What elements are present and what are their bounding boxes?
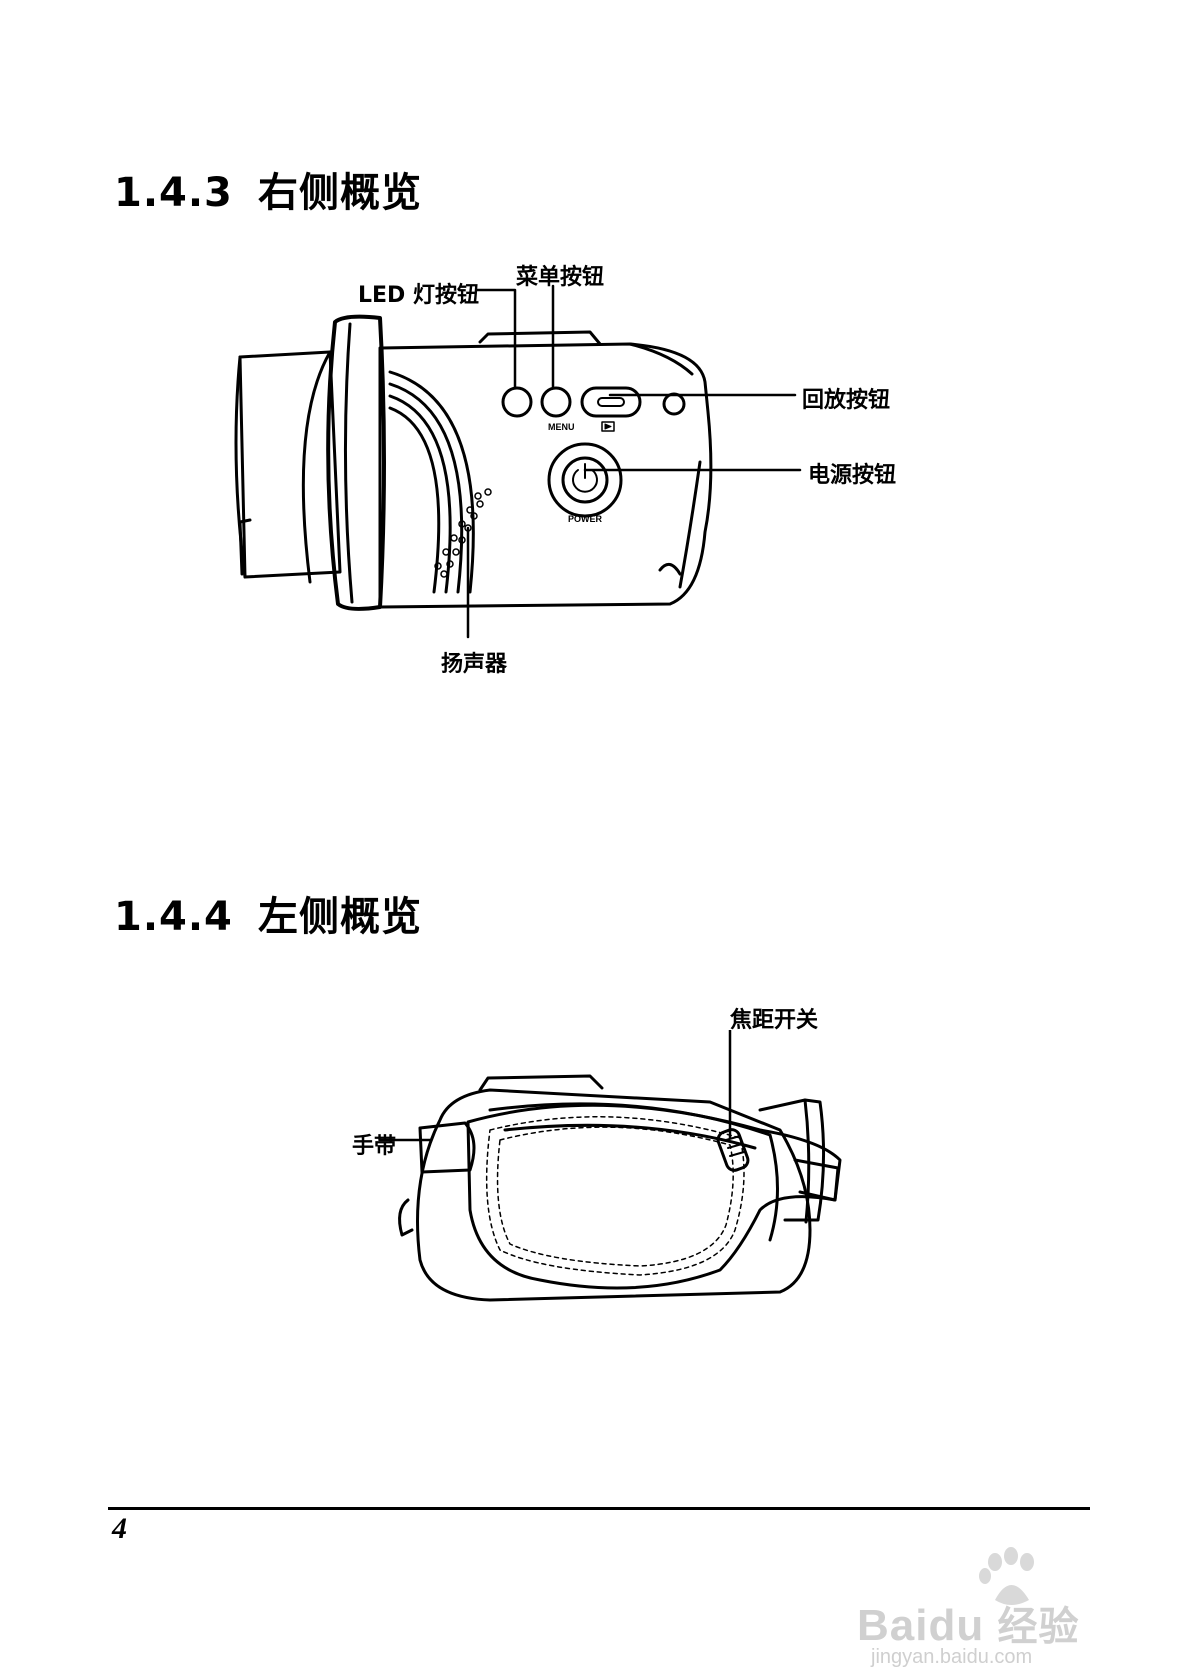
callout-leaders xyxy=(466,284,802,639)
led-button xyxy=(501,386,533,418)
lcd-panel-edge xyxy=(326,314,386,611)
power-button xyxy=(547,442,623,518)
menu-button-device-label: MENU xyxy=(548,422,575,432)
callout-playback-button: 回放按钮 xyxy=(802,388,891,413)
section-heading: 左侧概览 xyxy=(258,894,422,940)
camcorder-body-outline xyxy=(416,1088,812,1302)
section-title-left-overview: 1.4.4 左侧概览 xyxy=(114,884,422,942)
section-number: 1.4.4 xyxy=(114,894,233,940)
callout-led-button: LED 灯按钮 xyxy=(358,283,479,308)
callout-zoom-switch: 焦距开关 xyxy=(730,1008,819,1033)
callout-speaker: 扬声器 xyxy=(441,652,508,677)
lens-barrel xyxy=(758,1098,826,1222)
watermark-brand: Bai xyxy=(857,1601,929,1650)
section-heading: 右侧概览 xyxy=(258,170,422,216)
callout-power-button: 电源按钮 xyxy=(808,463,897,488)
camcorder-body-outline xyxy=(378,342,713,609)
page-number: 4 xyxy=(112,1512,127,1545)
camcorder-left-illustration xyxy=(378,1018,842,1302)
power-button-device-label: POWER xyxy=(568,514,603,524)
watermark-brand-suffix: du xyxy=(928,1601,985,1650)
camcorder-right-illustration xyxy=(234,284,802,639)
watermark-url: jingyan.baidu.com xyxy=(871,1646,1033,1668)
section-number: 1.4.3 xyxy=(114,170,233,216)
speaker-grille xyxy=(434,488,492,578)
menu-button xyxy=(540,386,572,418)
camcorder-left-side-figure xyxy=(340,1018,920,1330)
footer-rule xyxy=(108,1507,1090,1510)
camcorder-right-side-figure: MENU POWER LED 灯按钮 菜单按钮 回放按钮 电源按钮 扬声器 xyxy=(230,262,1000,742)
callout-leaders xyxy=(378,1018,732,1142)
callout-hand-strap: 手带 xyxy=(352,1134,397,1159)
zoom-switch xyxy=(716,1128,750,1172)
section-title-right-overview: 1.4.3 右侧概览 xyxy=(114,160,422,218)
lens-barrel xyxy=(238,350,342,579)
playback-button xyxy=(580,386,642,418)
baidu-jingyan-watermark: Baidu 经验 jingyan.baidu.com xyxy=(835,1540,1155,1670)
watermark-product: 经验 xyxy=(997,1605,1080,1649)
callout-menu-button: 菜单按钮 xyxy=(516,265,605,290)
leader-led-button xyxy=(475,288,517,390)
baidu-paw-logo xyxy=(979,1547,1034,1605)
